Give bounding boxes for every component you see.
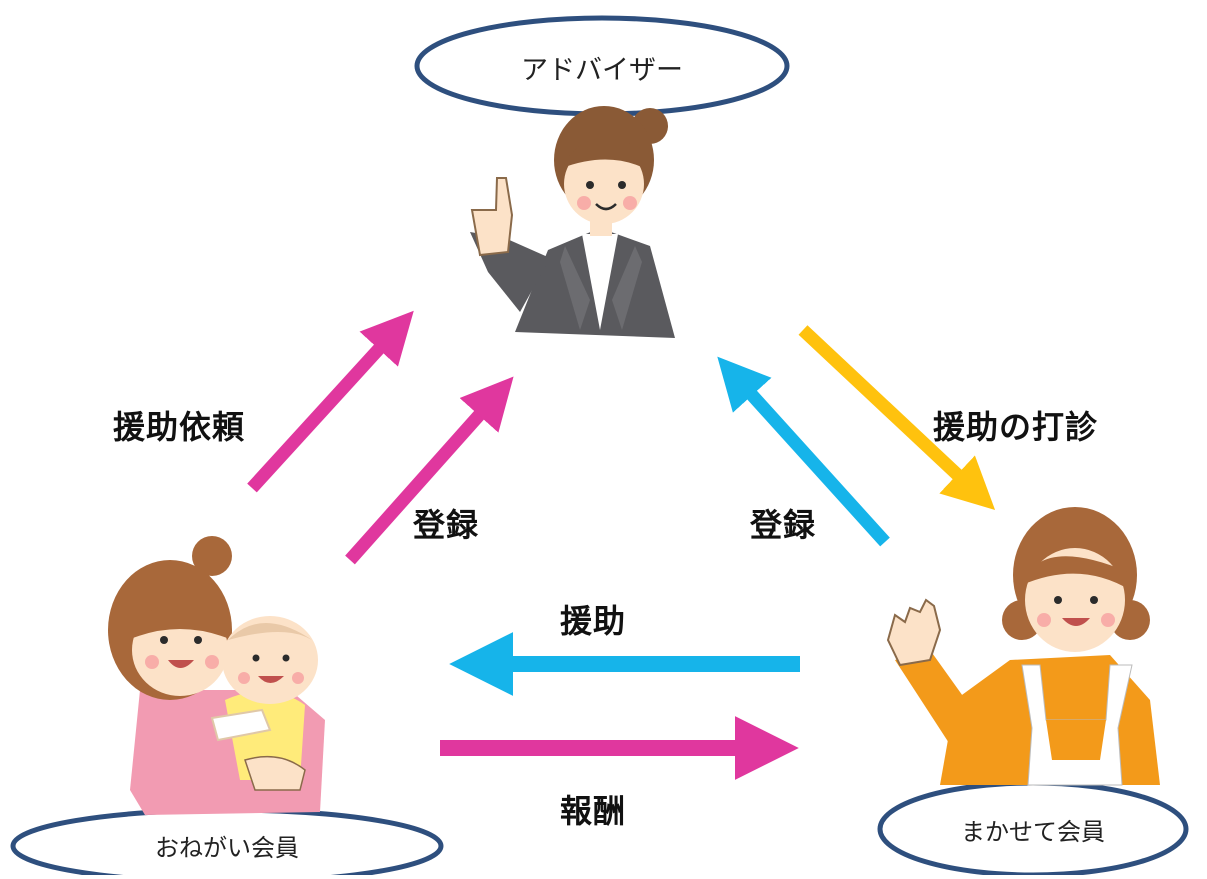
helper-illustration [886, 507, 1160, 786]
advisor-illustration [470, 106, 675, 338]
arrow-offer-help [798, 325, 996, 511]
arrow-register-left [345, 376, 514, 565]
requester-label: おねがい会員 [155, 834, 299, 862]
flow-label-offer-help: 援助の打診 [933, 408, 1099, 446]
arrow-register-right [717, 356, 890, 547]
flow-label-reward: 報酬 [560, 792, 627, 830]
arrow-request-help [247, 310, 414, 493]
requester-illustration [108, 536, 325, 815]
helper-label: まかせて会員 [961, 818, 1105, 846]
flow-label-request-help: 援助依頼 [113, 408, 246, 446]
advisor-label: アドバイザー [521, 55, 683, 86]
flow-label-help: 援助 [560, 602, 627, 640]
flow-label-register-right: 登録 [750, 506, 817, 544]
flow-label-register-left: 登録 [413, 506, 480, 544]
